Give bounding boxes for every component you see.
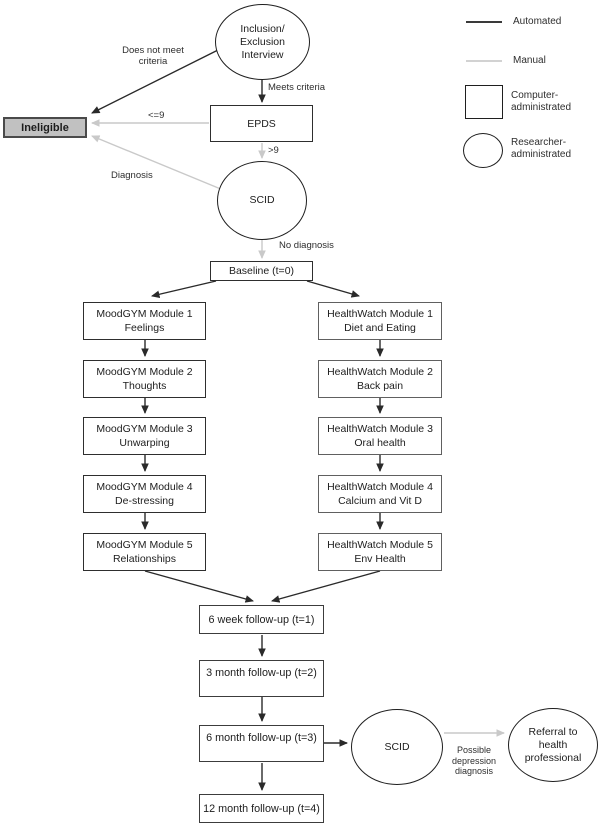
referral-ellipse: Referral to health professional xyxy=(508,708,598,782)
module-sublabel: Calcium and Vit D xyxy=(338,495,422,507)
module-sublabel: De-stressing xyxy=(115,495,174,507)
followup-box-6-week: 6 week follow-up (t=1) xyxy=(199,605,324,634)
module-label: MoodGYM Module 4 xyxy=(96,481,193,493)
followup-box-3-month: 3 month follow-up (t=2) xyxy=(199,660,324,697)
followup-label: 6 month follow-up (t=3) xyxy=(206,732,317,744)
interview-label-line1: Inclusion/ xyxy=(240,22,285,35)
edge-interview-to-ineligible xyxy=(91,47,223,114)
edge-label-le9: <=9 xyxy=(148,110,165,121)
baseline-label: Baseline (t=0) xyxy=(228,265,295,277)
module-label: HealthWatch Module 2 xyxy=(327,366,433,378)
edge-label-line: diagnosis xyxy=(454,766,494,776)
healthwatch-module-5-box: HealthWatch Module 5 Env Health xyxy=(318,533,442,571)
legend-computer-administrated-label: Computer- administrated xyxy=(511,90,571,113)
scid-followup-ellipse: SCID xyxy=(351,709,443,785)
edge-moodgym5-to-6week xyxy=(144,570,254,603)
moodgym-module-2-box: MoodGYM Module 2 Thoughts xyxy=(83,360,206,398)
followup-box-6-month: 6 month follow-up (t=3) xyxy=(199,725,324,762)
baseline-box: Baseline (t=0) xyxy=(210,261,313,281)
moodgym-module-5-box: MoodGYM Module 5 Relationships xyxy=(83,533,206,571)
legend-label-line: Researcher- xyxy=(511,137,567,148)
legend-researcher-administrated-label: Researcher- administrated xyxy=(511,137,571,160)
referral-label-line1: Referral to xyxy=(528,725,578,738)
scid-screening-ellipse: SCID xyxy=(217,161,307,240)
module-label: MoodGYM Module 2 xyxy=(96,366,193,378)
interview-label-line3: Interview xyxy=(241,48,284,61)
module-sublabel: Back pain xyxy=(356,380,404,392)
legend-automated-label: Automated xyxy=(513,16,562,27)
module-sublabel: Oral health xyxy=(354,437,406,449)
ineligible-box: Ineligible xyxy=(3,117,87,138)
healthwatch-module-4-box: HealthWatch Module 4 Calcium and Vit D xyxy=(318,475,442,513)
edge-label-line: Possible xyxy=(456,745,492,755)
moodgym-module-4-box: MoodGYM Module 4 De-stressing xyxy=(83,475,206,513)
followup-label: 12 month follow-up (t=4) xyxy=(203,802,320,815)
edge-label-gt9: >9 xyxy=(268,145,279,156)
edge-label-possible-depression-diagnosis: Possible depression diagnosis xyxy=(446,745,502,777)
scid-screening-label: SCID xyxy=(249,194,275,206)
module-label: HealthWatch Module 1 xyxy=(327,308,433,320)
module-sublabel: Thoughts xyxy=(122,380,167,392)
interview-label-line2: Exclusion xyxy=(240,35,285,48)
legend-label-line: administrated xyxy=(511,101,572,113)
healthwatch-module-1-box: HealthWatch Module 1 Diet and Eating xyxy=(318,302,442,340)
edge-label-line: Does not meet xyxy=(122,45,184,56)
edge-label-diagnosis: Diagnosis xyxy=(111,170,153,181)
legend-researcher-administrated-shape xyxy=(463,133,503,168)
moodgym-module-3-box: MoodGYM Module 3 Unwarping xyxy=(83,417,206,455)
healthwatch-module-3-box: HealthWatch Module 3 Oral health xyxy=(318,417,442,455)
interview-ellipse: Inclusion/ Exclusion Interview xyxy=(215,4,310,80)
module-sublabel: Diet and Eating xyxy=(344,322,416,334)
edge-baseline-to-healthwatch xyxy=(306,280,360,298)
edge-label-does-not-meet-criteria: Does not meet criteria xyxy=(108,45,198,67)
edge-label-line: depression xyxy=(451,755,497,766)
module-label: MoodGYM Module 5 xyxy=(96,539,193,551)
module-label: HealthWatch Module 3 xyxy=(327,423,433,435)
followup-label: 3 month follow-up (t=2) xyxy=(206,667,317,679)
epds-label: EPDS xyxy=(247,117,276,130)
module-sublabel: Unwarping xyxy=(119,437,170,449)
moodgym-module-1-box: MoodGYM Module 1 Feelings xyxy=(83,302,206,340)
legend-label-line: Computer- xyxy=(511,90,559,101)
module-label: MoodGYM Module 1 xyxy=(96,308,193,320)
legend-manual-label: Manual xyxy=(513,55,546,66)
module-label: HealthWatch Module 5 xyxy=(327,539,433,551)
referral-label-line3: professional xyxy=(524,751,582,764)
module-sublabel: Env Health xyxy=(354,553,406,565)
epds-box: EPDS xyxy=(210,105,313,142)
legend-label-line: administrated xyxy=(511,148,572,160)
followup-label: 6 week follow-up (t=1) xyxy=(208,613,315,626)
legend-computer-administrated-shape xyxy=(465,85,503,119)
edge-label-no-diagnosis: No diagnosis xyxy=(279,240,334,251)
edge-baseline-to-moodgym xyxy=(151,280,217,298)
module-sublabel: Feelings xyxy=(124,322,165,334)
edge-label-meets-criteria: Meets criteria xyxy=(268,82,326,93)
module-label: MoodGYM Module 3 xyxy=(96,423,193,435)
healthwatch-module-2-box: HealthWatch Module 2 Back pain xyxy=(318,360,442,398)
followup-box-12-month: 12 month follow-up (t=4) xyxy=(199,794,324,823)
module-sublabel: Relationships xyxy=(112,553,177,565)
module-label: HealthWatch Module 4 xyxy=(327,481,433,493)
scid-followup-label: SCID xyxy=(384,740,410,753)
edge-label-line: criteria xyxy=(138,55,168,67)
edge-healthwatch5-to-6week xyxy=(271,570,381,603)
ineligible-label: Ineligible xyxy=(21,121,69,134)
referral-label-line2: health xyxy=(538,738,568,751)
